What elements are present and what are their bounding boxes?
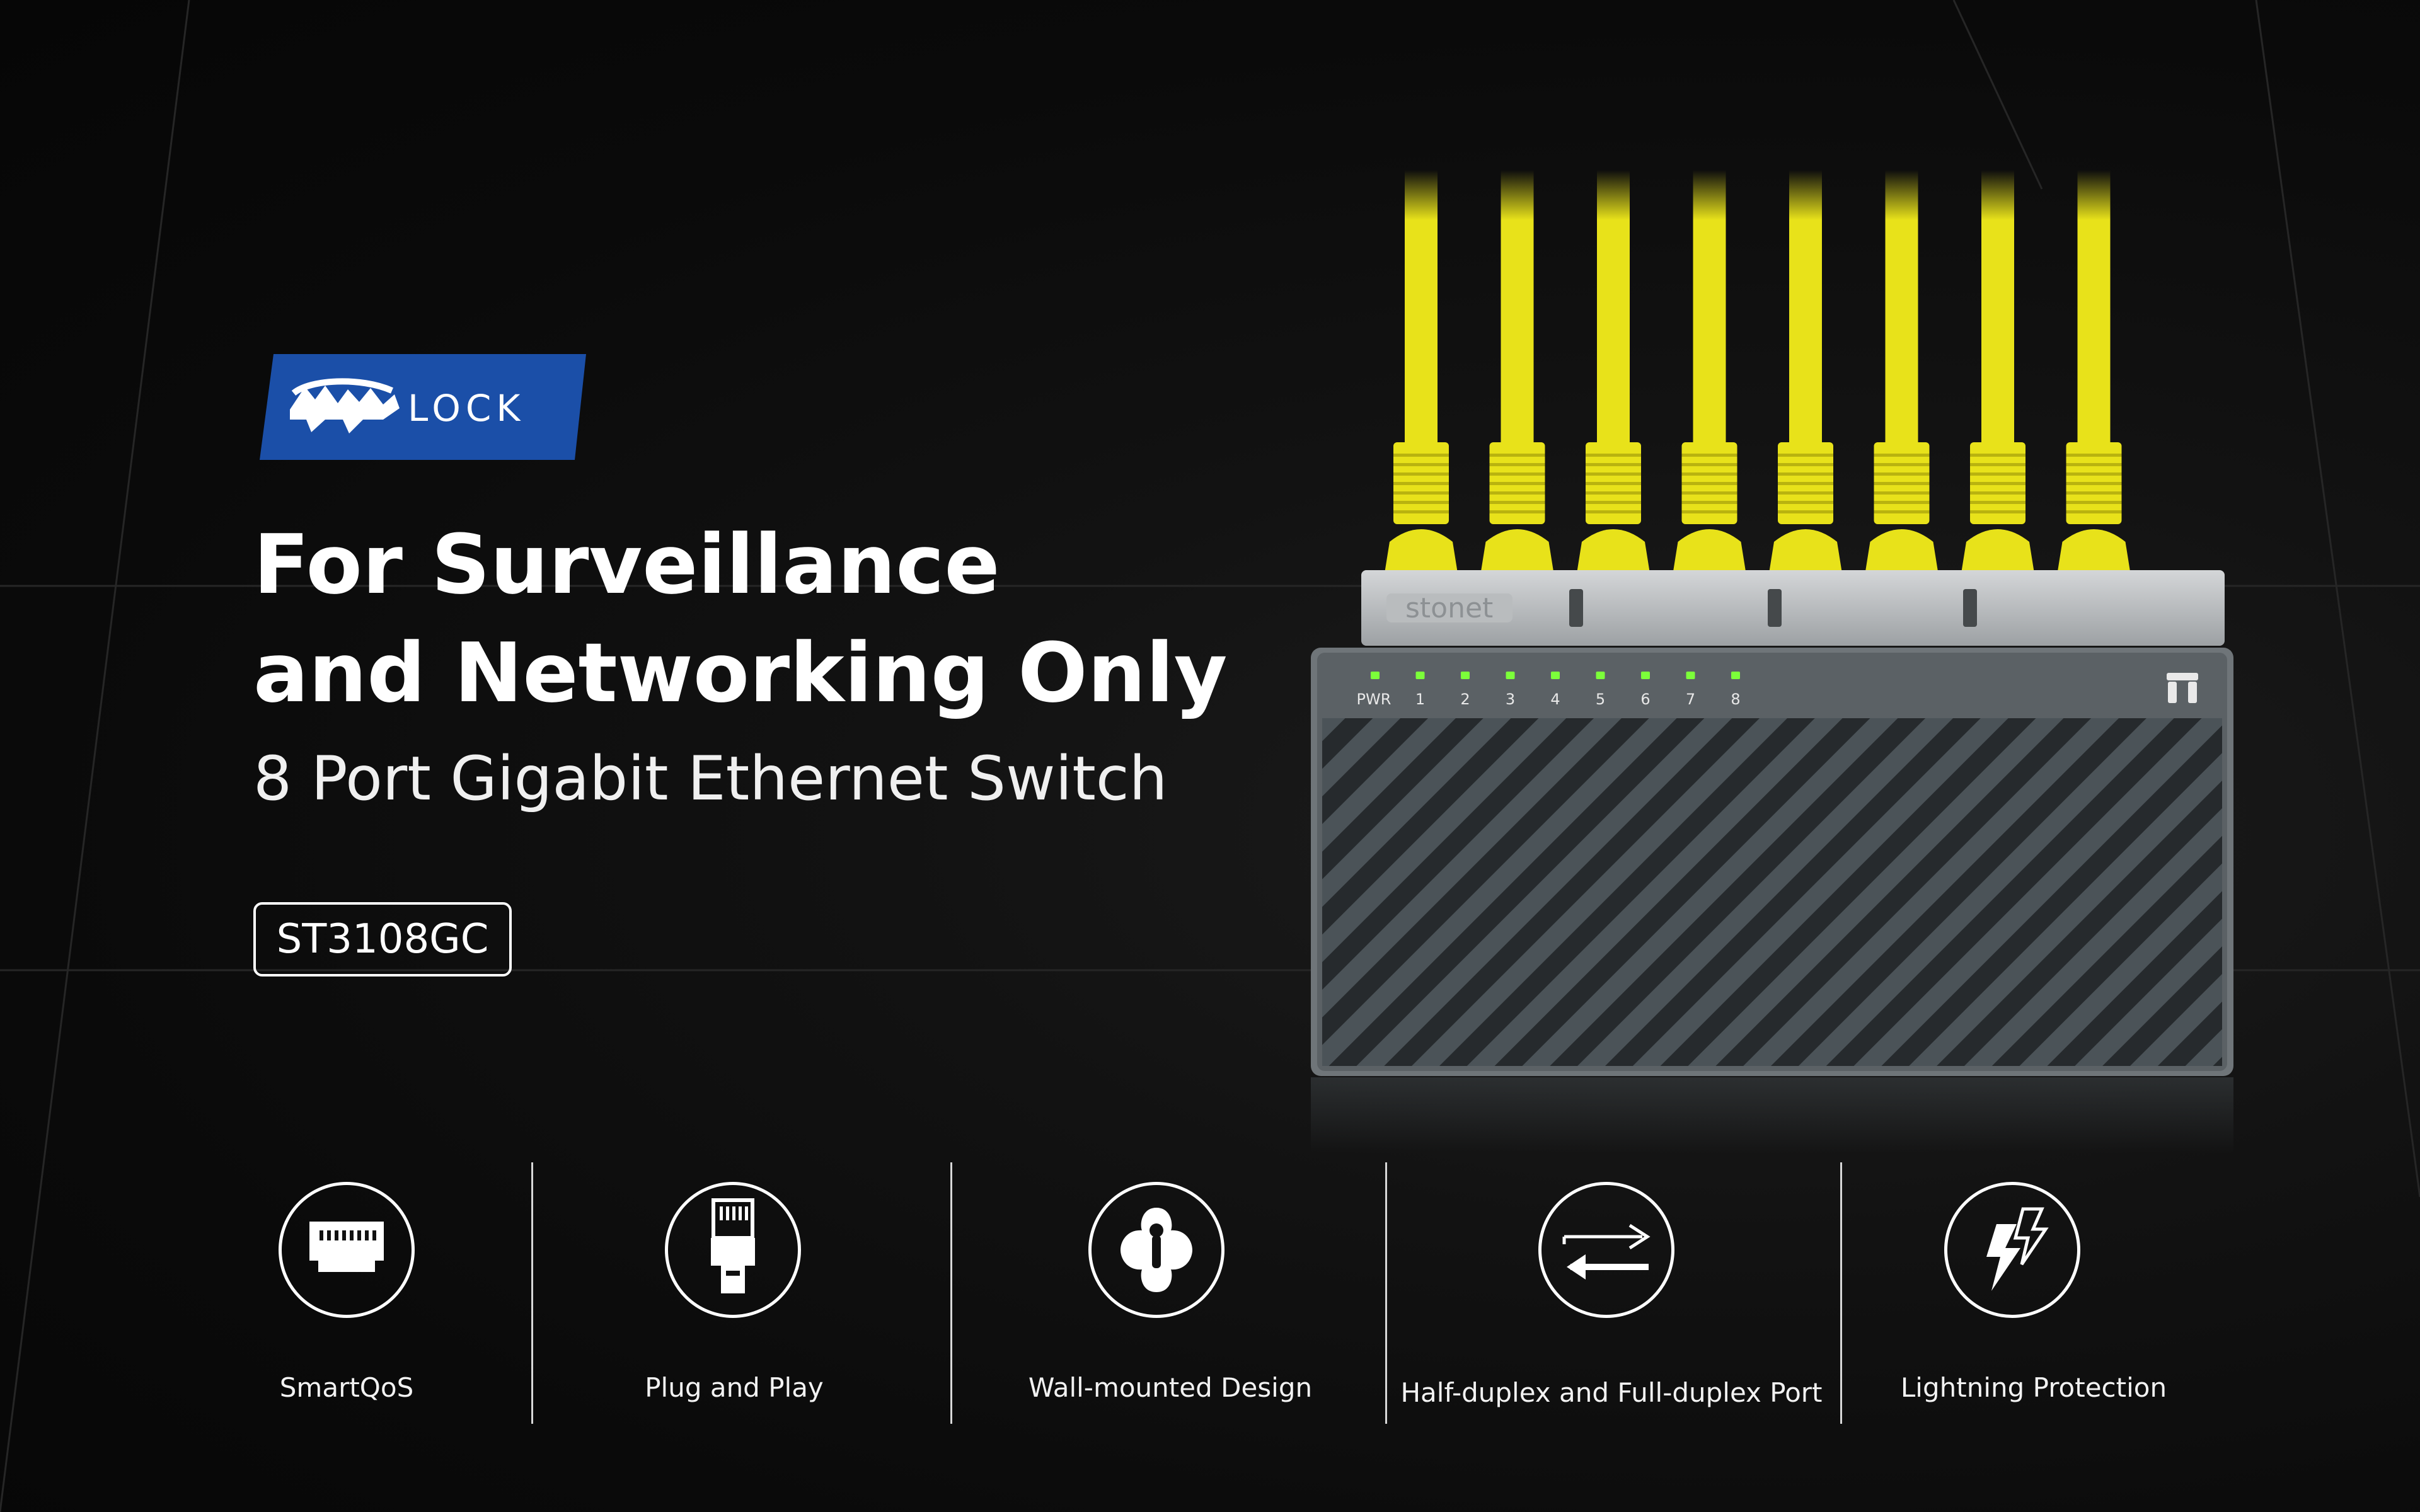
device-logo-icon bbox=[2167, 673, 2198, 703]
ethernet-cable bbox=[1577, 170, 1650, 573]
headline-line-1: For Surveillance bbox=[253, 517, 1000, 612]
indicator-led bbox=[1415, 672, 1425, 679]
headline-line-2: and Networking Only bbox=[253, 625, 1228, 721]
lock-logo-icon bbox=[260, 354, 586, 460]
headline: For Surveillance and Networking Only bbox=[253, 510, 1227, 727]
indicator-led bbox=[1731, 672, 1740, 679]
indicator-label: 3 bbox=[1506, 690, 1515, 708]
model-badge: ST3108GC bbox=[253, 902, 512, 976]
device-brand-text: stonet bbox=[1405, 592, 1493, 624]
indicator-label: 7 bbox=[1686, 690, 1695, 708]
ethernet-cable bbox=[1769, 170, 1842, 573]
feature-label-lightning: Lightning Protection bbox=[1900, 1372, 2167, 1403]
indicator-led bbox=[1641, 672, 1650, 679]
ethernet-cable bbox=[2057, 170, 2131, 573]
wall-mount-icon bbox=[1088, 1182, 1224, 1318]
indicator-label: 5 bbox=[1596, 690, 1605, 708]
lock-brand-badge: LOCK bbox=[260, 354, 586, 460]
indicator-led bbox=[1686, 672, 1695, 679]
indicator-label: PWR bbox=[1357, 690, 1392, 708]
ethernet-cable bbox=[1673, 170, 1746, 573]
ethernet-cable bbox=[1480, 170, 1554, 573]
ethernet-cable bbox=[1961, 170, 2034, 573]
port-indicator-leds: PWR 1 2 3 4 5 6 7 8 bbox=[1357, 672, 1741, 708]
indicator-label: 4 bbox=[1550, 690, 1560, 708]
indicator-label: 8 bbox=[1731, 690, 1740, 708]
feature-divider bbox=[1840, 1162, 1842, 1424]
ethernet-cable bbox=[1865, 170, 1939, 573]
badge-text: LOCK bbox=[408, 387, 526, 430]
indicator-label: 2 bbox=[1460, 690, 1470, 708]
indicator-led bbox=[1371, 672, 1380, 679]
feature-label-duplex: Half-duplex and Full-duplex Port bbox=[1400, 1377, 1823, 1408]
feature-divider bbox=[950, 1162, 952, 1424]
indicator-led bbox=[1461, 672, 1470, 679]
indicator-led bbox=[1506, 672, 1515, 679]
feature-divider bbox=[1385, 1162, 1387, 1424]
feature-label-smartqos: SmartQoS bbox=[279, 1372, 414, 1403]
ethernet-cables bbox=[1385, 170, 2131, 573]
indicator-led bbox=[1551, 672, 1560, 679]
ethernet-port-icon bbox=[279, 1182, 415, 1318]
feature-label-plug-and-play: Plug and Play bbox=[645, 1372, 824, 1403]
feature-divider bbox=[531, 1162, 533, 1424]
indicator-label: 6 bbox=[1640, 690, 1650, 708]
duplex-arrows-icon bbox=[1538, 1182, 1674, 1318]
ethernet-cable bbox=[1385, 170, 1458, 573]
product-subtitle: 8 Port Gigabit Ethernet Switch bbox=[253, 743, 1168, 814]
lightning-icon bbox=[1944, 1182, 2080, 1318]
switch-product-image: stonet PWR 1 2 3 4 5 6 7 8 bbox=[1311, 170, 2233, 1153]
indicator-label: 1 bbox=[1415, 690, 1425, 708]
feature-label-wall-mounted: Wall-mounted Design bbox=[1028, 1372, 1313, 1403]
indicator-led bbox=[1596, 672, 1605, 679]
rj45-plug-icon bbox=[665, 1182, 801, 1318]
